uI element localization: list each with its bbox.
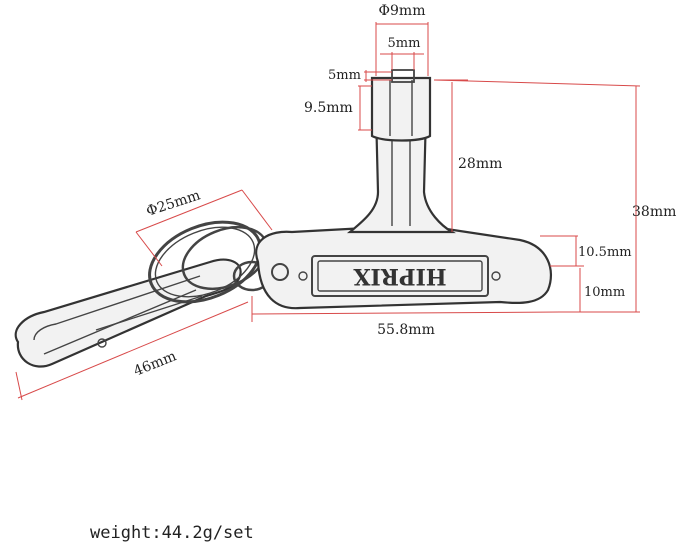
label-hex-inner-width: 5mm	[388, 36, 421, 51]
label-hex-socket-height: 9.5mm	[304, 100, 353, 116]
hex-socket	[370, 76, 432, 142]
handle-ring-hole	[271, 263, 289, 281]
plate-screw-right	[491, 271, 501, 281]
label-hex-outer-diameter: Φ9mm	[379, 3, 426, 19]
engraving-plate	[311, 255, 489, 297]
weight-label: weight:44.2g/set	[90, 523, 254, 543]
plate-screw-left	[298, 271, 308, 281]
dimension-lines	[15, 22, 641, 401]
carabiner-rivet	[97, 338, 107, 348]
label-handle-height-top: 10.5mm	[578, 245, 632, 260]
label-shaft-length: 28mm	[458, 156, 502, 172]
label-handle-length: 55.8mm	[377, 322, 435, 338]
label-total-height: 38mm	[632, 204, 676, 220]
label-ring-diameter: Φ25mm	[144, 187, 202, 219]
engraving-text: HIPRIX	[352, 263, 446, 289]
hex-socket-opening	[391, 69, 415, 83]
label-carabiner-length: 46mm	[132, 348, 179, 379]
key-handle	[255, 226, 553, 310]
label-handle-height-bottom: 10mm	[584, 285, 625, 300]
key-shaft	[346, 69, 456, 234]
carabiner	[14, 258, 242, 368]
label-hex-inner-depth: 5mm	[328, 68, 361, 83]
